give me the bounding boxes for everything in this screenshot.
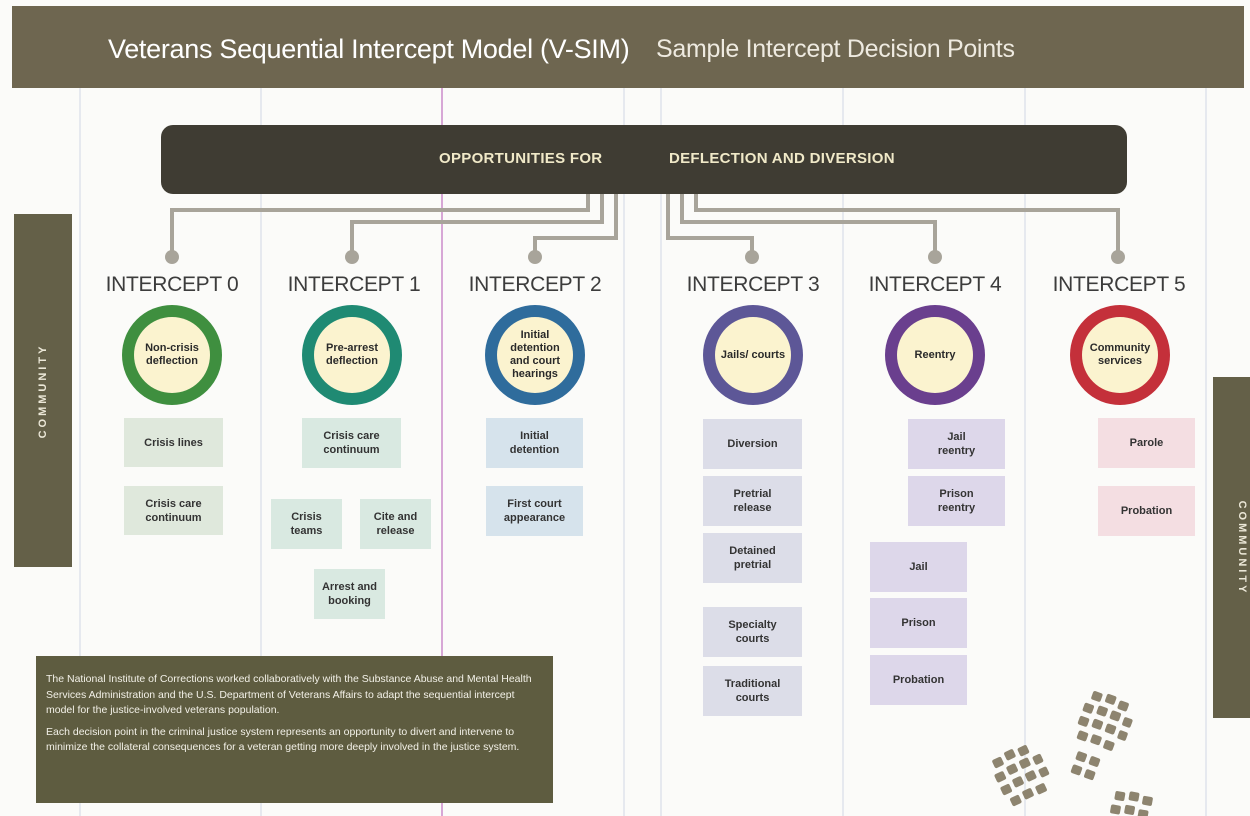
intercept-0-title: INTERCEPT 0 <box>105 273 239 296</box>
intercept-4-box: Jail <box>870 542 967 592</box>
intercept-2-circle: Initial detention and court hearings <box>485 305 585 405</box>
intercept-4-box: Jail reentry <box>908 419 1005 469</box>
column-divider <box>260 88 262 816</box>
column-divider <box>623 88 625 816</box>
banner-label-right: DEFLECTION AND DIVERSION <box>669 150 895 167</box>
opportunities-banner: OPPORTUNITIES FOR DEFLECTION AND DIVERSI… <box>161 125 1127 194</box>
page-subtitle: Sample Intercept Decision Points <box>656 35 1015 63</box>
info-paragraph: The National Institute of Corrections wo… <box>46 673 532 716</box>
intercept-2-box: First court appearance <box>486 486 583 536</box>
intercept-0-circle-label: Non-crisis deflection <box>134 317 210 393</box>
intercept-5-title: INTERCEPT 5 <box>1052 273 1186 296</box>
intercept-2-box: Initial detention <box>486 418 583 468</box>
intercept-5-circle: Community services <box>1070 305 1170 405</box>
header-bar <box>12 6 1244 88</box>
intercept-5-box: Probation <box>1098 486 1195 536</box>
page-title: Veterans Sequential Intercept Model (V-S… <box>108 34 630 64</box>
intercept-1-title: INTERCEPT 1 <box>287 273 421 296</box>
intercept-4-box: Probation <box>870 655 967 705</box>
intercept-4-title: INTERCEPT 4 <box>868 273 1002 296</box>
community-side-bar-right: COMMUNITY <box>1213 377 1250 718</box>
community-label-right: COMMUNITY <box>1236 500 1248 595</box>
intercept-4-circle: Reentry <box>885 305 985 405</box>
info-panel: The National Institute of Corrections wo… <box>36 656 553 803</box>
info-paragraph: Each decision point in the criminal just… <box>46 725 520 754</box>
intercept-3-title: INTERCEPT 3 <box>686 273 820 296</box>
intercept-3-box: Specialty courts <box>703 607 802 657</box>
intercept-1-circle-label: Pre-arrest deflection <box>314 317 390 393</box>
intercept-4-circle-label: Reentry <box>897 317 973 393</box>
intercept-3-box: Detained pretrial <box>703 533 802 583</box>
intercept-3-box: Diversion <box>703 419 802 469</box>
banner-label-left: OPPORTUNITIES FOR <box>439 150 603 167</box>
intercept-2-title: INTERCEPT 2 <box>468 273 602 296</box>
column-divider <box>660 88 662 816</box>
intercept-1-circle: Pre-arrest deflection <box>302 305 402 405</box>
column-divider <box>1205 88 1207 816</box>
intercept-4-box: Prison reentry <box>908 476 1005 526</box>
column-divider <box>1024 88 1026 816</box>
intercept-3-circle: Jails/ courts <box>703 305 803 405</box>
intercept-3-box: Traditional courts <box>703 666 802 716</box>
intercept-2-circle-label: Initial detention and court hearings <box>497 317 573 393</box>
intercept-1-box: Crisis care continuum <box>302 418 401 468</box>
community-label-left: COMMUNITY <box>37 343 49 438</box>
intercept-0-circle: Non-crisis deflection <box>122 305 222 405</box>
column-divider <box>441 88 443 816</box>
intercept-3-box: Pretrial release <box>703 476 802 526</box>
intercept-0-box: Crisis lines <box>124 418 223 467</box>
bootprints-icon <box>992 691 1153 816</box>
intercept-1-box: Arrest and booking <box>314 569 385 619</box>
intercept-1-box: Crisis teams <box>271 499 342 549</box>
community-side-bar-left: COMMUNITY <box>14 214 72 567</box>
intercept-5-circle-label: Community services <box>1082 317 1158 393</box>
column-divider <box>842 88 844 816</box>
intercept-4-box: Prison <box>870 598 967 648</box>
intercept-3-circle-label: Jails/ courts <box>715 317 791 393</box>
column-divider <box>79 88 81 816</box>
intercept-1-box: Cite and release <box>360 499 431 549</box>
intercept-5-box: Parole <box>1098 418 1195 468</box>
intercept-0-box: Crisis care continuum <box>124 486 223 535</box>
